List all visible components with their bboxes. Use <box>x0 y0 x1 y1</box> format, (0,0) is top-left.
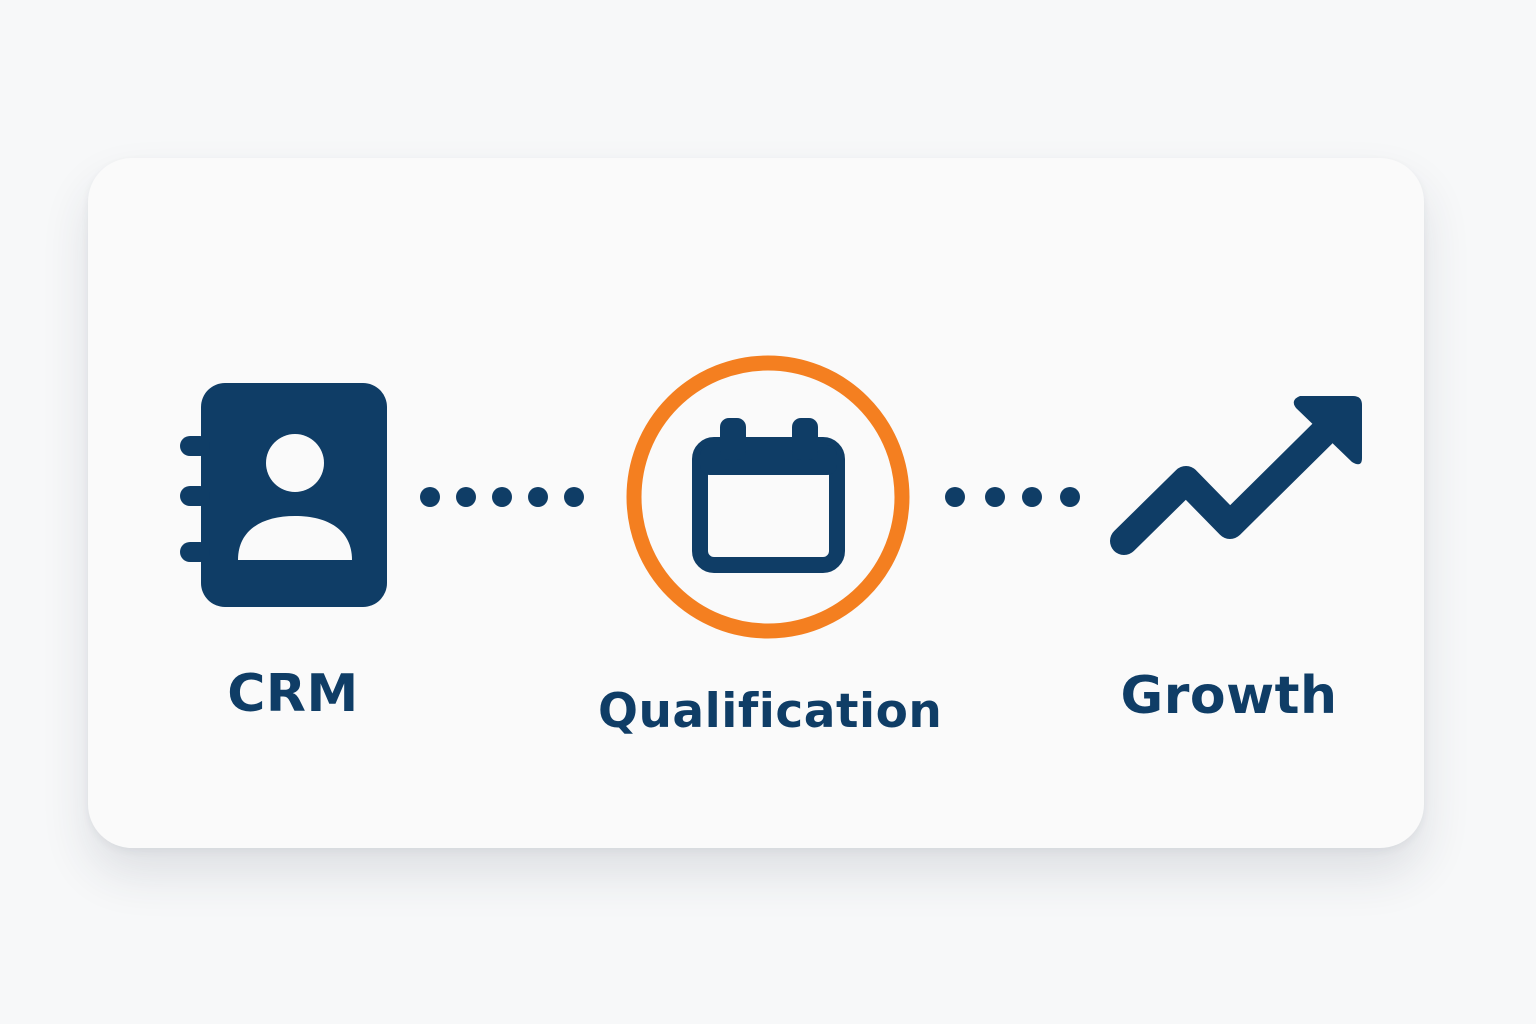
trend-arrowhead <box>1293 396 1362 465</box>
connector-dot <box>1022 487 1042 507</box>
connector-dot <box>492 487 512 507</box>
calendar-icon <box>692 418 845 573</box>
calendar-ring-right <box>792 418 818 460</box>
connector-qualification-growth <box>945 487 1080 507</box>
step-label-crm: CRM <box>227 664 359 724</box>
step-label-qualification: Qualification <box>598 684 943 739</box>
contact-book-icon <box>180 383 387 607</box>
connector-dot <box>528 487 548 507</box>
contact-book-ring <box>180 542 210 562</box>
contact-book-cover <box>201 383 387 607</box>
calendar-ring-left <box>720 418 746 460</box>
contact-book-ring <box>180 486 210 506</box>
connector-dot <box>1060 487 1080 507</box>
connector-dot <box>564 487 584 507</box>
contact-person-body <box>238 516 352 560</box>
step-label-growth: Growth <box>1120 666 1338 726</box>
contact-person-head <box>266 434 324 492</box>
connector-dot <box>420 487 440 507</box>
connector-dot <box>985 487 1005 507</box>
trend-up-arrow-icon <box>1110 396 1362 555</box>
connector-dot <box>945 487 965 507</box>
highlight-ring <box>626 355 910 639</box>
connector-dot <box>456 487 476 507</box>
qualification-node <box>626 355 910 639</box>
contact-book-ring <box>180 436 210 456</box>
connector-crm-qualification <box>420 487 584 507</box>
trend-line <box>1110 420 1336 555</box>
